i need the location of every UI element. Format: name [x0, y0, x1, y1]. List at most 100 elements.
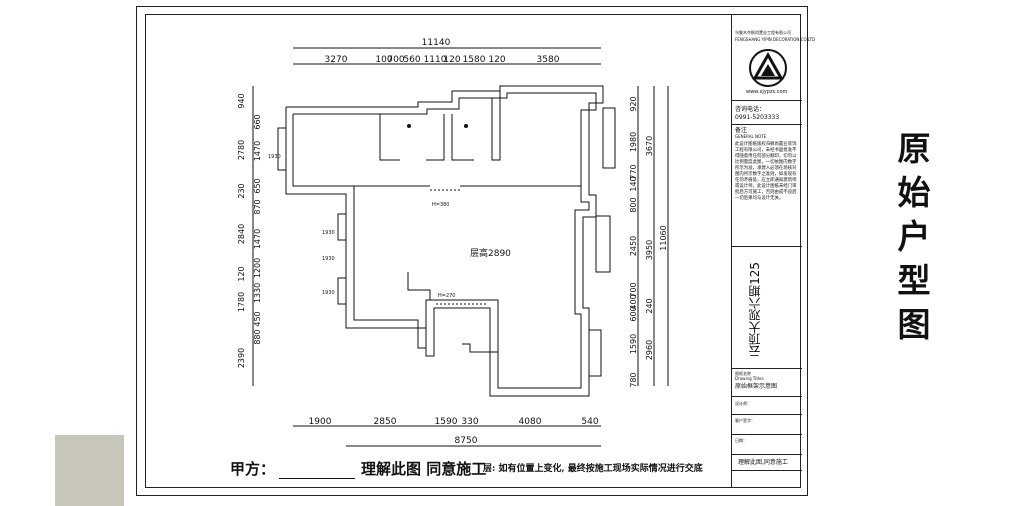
project-name: 云顶大观六期125: [748, 262, 762, 357]
drawing-sheet: [136, 6, 808, 496]
dim-right-7: 400: [629, 294, 638, 309]
dim-top-2: 700: [387, 55, 404, 65]
client-sign-label: 客户签字：: [735, 418, 755, 423]
designer-label: 设计师：: [735, 401, 751, 406]
dim-right-9: 1590: [629, 334, 638, 354]
page-title-vertical: 原始户型图: [897, 129, 931, 344]
dim-right-outer-1: 3950: [645, 240, 654, 260]
window-left-low: [337, 277, 347, 305]
dim-top-3: 560: [403, 55, 420, 65]
phone-number: 0991-5203333: [735, 114, 780, 121]
date-label: 日期：: [735, 438, 747, 443]
dim-top-4: 1110: [424, 55, 447, 65]
agree-construction: 理解此图,同意施工: [738, 459, 788, 466]
window-label-0: 1930: [268, 154, 281, 160]
dim-bottom-4: 4080: [519, 417, 542, 427]
dim-top-8: 3580: [537, 55, 560, 65]
dim-left-11: 1780: [237, 292, 246, 312]
drawing-frame: [145, 14, 801, 488]
window-label-3: 1930: [322, 256, 335, 262]
dim-left-2: 1470: [253, 141, 262, 161]
dim-right-outer-3: 240: [645, 298, 654, 313]
dim-left-0: 940: [237, 93, 246, 108]
title-block: 乌鲁木齐枫尚置业工程有限公司 FENGSHANG YIPIN DECORATIO…: [731, 14, 815, 488]
window-label-2: 1930: [322, 290, 335, 296]
notes-label: 备注: [735, 127, 748, 134]
phone-label: 咨询电话：: [735, 106, 766, 113]
dim-right-outer-0: 3670: [645, 136, 654, 156]
beam-label-0: H=380: [432, 202, 450, 208]
window-right-bottom: [588, 329, 602, 377]
signature-blank: [279, 464, 356, 479]
dim-left-8: 1470: [253, 229, 262, 249]
company-name-cn: 乌鲁木齐枫尚置业工程有限公司: [735, 30, 791, 35]
dim-right-2: 140: [629, 176, 638, 191]
drain-mark: [407, 124, 411, 128]
window-right-top: [602, 107, 616, 169]
dim-left-12: 1330: [253, 283, 262, 303]
wall-bath2: [451, 114, 474, 161]
height-label: 层高2890: [470, 247, 511, 259]
wall-bath: [426, 114, 445, 161]
dim-left-15: 2390: [237, 348, 246, 368]
dim-right-6: 600: [629, 306, 638, 321]
dim-right-1: 1980: [629, 132, 638, 152]
dim-bottom-3: 330: [461, 417, 478, 427]
drain-mark-2: [464, 124, 468, 128]
drawing-name-label: 图纸名称: [735, 371, 751, 376]
dim-top-total: 11140: [422, 38, 451, 48]
dim-left-7: 2840: [237, 224, 246, 244]
dim-right-5: 2450: [629, 236, 638, 256]
party-label: 甲方：: [230, 460, 276, 478]
dim-right-10: 780: [629, 372, 638, 387]
dim-left-6: 870: [253, 199, 262, 214]
left-dims: 940 660 1470 2780 230 650 870 2840 1470 …: [237, 93, 262, 368]
window-right-mid: [595, 215, 611, 273]
dim-right-4: 800: [629, 197, 638, 212]
dim-left-5: 650: [253, 178, 262, 193]
dim-right-0: 920: [629, 96, 638, 111]
wall-bed3: [462, 343, 498, 353]
dim-left-9: 120: [237, 266, 246, 281]
company-logo-icon: [749, 49, 787, 87]
right-dims: 920 1980 140 770 800 2450 600 400 700 15…: [629, 96, 668, 387]
window-left-mid: [337, 213, 347, 241]
company-url: www.xjypzs.com: [746, 89, 788, 95]
dim-left-1: 660: [253, 114, 262, 129]
dim-left-3: 2780: [237, 140, 246, 160]
wall-kitchen: [491, 91, 501, 161]
dim-right-8: 700: [629, 282, 638, 297]
dim-top-5: 120: [443, 55, 460, 65]
dim-left-14: 880: [253, 329, 262, 344]
window-left: [277, 127, 287, 171]
beam-label-1: H=270: [438, 293, 456, 299]
dim-left-10: 1200: [253, 258, 262, 278]
drawing-name-en: Drawing Titles: [735, 376, 764, 381]
dim-right-3: 770: [629, 164, 638, 179]
gray-swatch: [55, 435, 124, 506]
dim-bottom-2: 1590: [435, 417, 458, 427]
window-label-1: 1930: [322, 230, 335, 236]
inner-wall: [292, 92, 597, 389]
company-name-en: FENGSHANG YIPIN DECORATION CO.LTD: [735, 37, 815, 42]
dim-left-4: 230: [237, 183, 246, 198]
notes-en: GENERAL NOTE: [735, 134, 767, 139]
drawing-name: 原始框架示意图: [735, 383, 778, 390]
dim-bottom-0: 1900: [309, 417, 332, 427]
notes-text: 此设计图纸版权归枫尚置业装饰工程有限公司，未经书面批准不得随意用任何部分翻印，切…: [735, 142, 797, 201]
dim-top-6: 1580: [463, 55, 486, 65]
wall-room-left: [379, 114, 400, 161]
client-signature-line: 甲方： 理解此图 同意施工: [230, 458, 486, 479]
dim-top-0: 3270: [325, 55, 348, 65]
dim-right-total: 11060: [659, 225, 668, 250]
wall-corridor: [407, 272, 431, 300]
dim-right-outer-2: 2960: [645, 340, 654, 360]
dim-bottom-total: 8750: [455, 436, 478, 446]
dim-top-1: 100: [375, 55, 392, 65]
dim-top-7: 120: [488, 55, 505, 65]
dim-bottom-1: 2850: [374, 417, 397, 427]
agree-label: 理解此图 同意施工: [361, 460, 487, 478]
dim-left-13: 450: [253, 311, 262, 326]
construction-note: 层: 如有位置上变化, 最终按施工现场实际情况进行交底: [483, 464, 703, 474]
